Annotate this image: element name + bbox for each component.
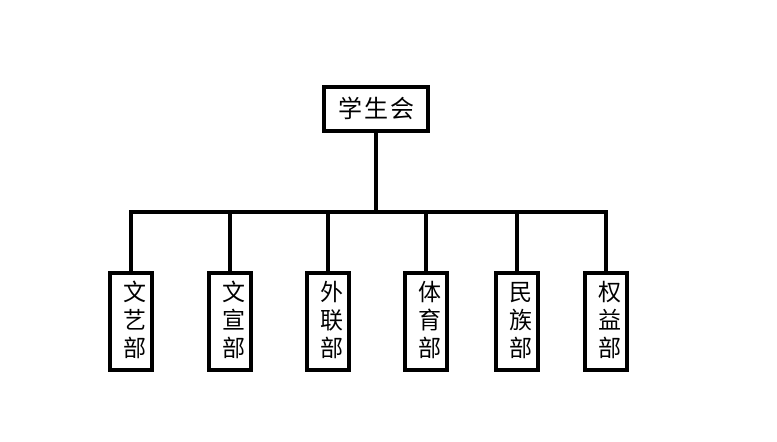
dept-node-label-minzu: 民族部 bbox=[504, 279, 531, 364]
dept-node-label-quanyi: 权益部 bbox=[593, 279, 620, 364]
drop-line-4 bbox=[424, 212, 428, 273]
drop-line-5 bbox=[515, 212, 519, 273]
root-node-label: 学生会 bbox=[338, 95, 416, 123]
trunk-connector-line bbox=[374, 131, 378, 212]
dept-node-box-tiyu: 体育部 bbox=[403, 271, 449, 372]
dept-node-label-wailian: 外联部 bbox=[315, 279, 342, 364]
drop-line-2 bbox=[228, 212, 232, 273]
drop-line-3 bbox=[326, 212, 330, 273]
dept-node-label-wenyi: 文艺部 bbox=[118, 279, 145, 364]
dept-node-box-wenxuan: 文宣部 bbox=[207, 271, 253, 372]
horizontal-connector-line bbox=[129, 210, 608, 214]
drop-line-1 bbox=[129, 212, 133, 273]
root-node-box: 学生会 bbox=[322, 85, 430, 133]
drop-line-6 bbox=[604, 212, 608, 273]
dept-node-box-wailian: 外联部 bbox=[305, 271, 351, 372]
dept-node-box-minzu: 民族部 bbox=[494, 271, 540, 372]
dept-node-label-tiyu: 体育部 bbox=[413, 279, 440, 364]
dept-node-box-wenyi: 文艺部 bbox=[108, 271, 154, 372]
dept-node-label-wenxuan: 文宣部 bbox=[217, 279, 244, 364]
dept-node-box-quanyi: 权益部 bbox=[583, 271, 629, 372]
